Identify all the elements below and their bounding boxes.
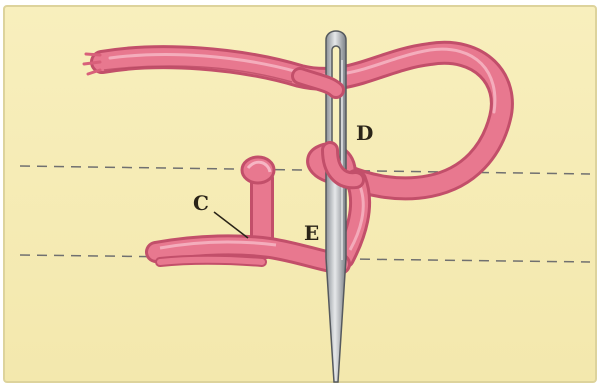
label-c: C	[193, 191, 209, 215]
label-e: E	[304, 221, 319, 245]
label-d: D	[356, 121, 373, 145]
